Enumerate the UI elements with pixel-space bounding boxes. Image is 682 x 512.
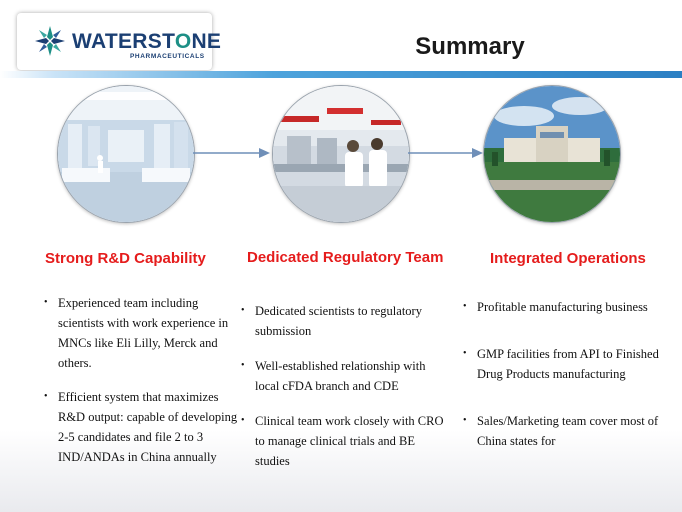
list-item: Profitable manufacturing business: [463, 297, 675, 317]
list-item: GMP facilities from API to Finished Drug…: [463, 344, 675, 384]
factory-photo-icon: [484, 86, 620, 222]
list-item: Dedicated scientists to regulatory submi…: [241, 301, 451, 341]
logo-wordmark: WATERSTONE: [72, 30, 222, 53]
logo-subtitle: PHARMACEUTICALS: [130, 53, 205, 60]
header-divider: [0, 71, 682, 78]
bullet-list-regulatory: Dedicated scientists to regulatory submi…: [241, 301, 451, 471]
waterstone-logo-icon: [35, 26, 65, 56]
list-item: Efficient system that maximizes R&D outp…: [44, 387, 240, 467]
list-item: Well-established relationship with local…: [241, 356, 451, 396]
rd-lab-image: [57, 85, 195, 223]
laboratory-photo-icon: [58, 86, 194, 222]
bullet-list-operations: Profitable manufacturing business GMP fa…: [463, 297, 675, 451]
column-heading-rd: Strong R&D Capability: [45, 250, 206, 267]
list-item: Experienced team including scientists wi…: [44, 293, 240, 373]
operations-facility-image: [483, 85, 621, 223]
regulatory-team-image: [272, 85, 410, 223]
arrow-right-icon: [408, 148, 483, 158]
list-item: Clinical team work closely with CRO to m…: [241, 411, 451, 471]
list-item: Sales/Marketing team cover most of China…: [463, 411, 675, 451]
company-logo: WATERSTONE PHARMACEUTICALS: [17, 13, 221, 70]
bullet-list-rd: Experienced team including scientists wi…: [44, 293, 240, 467]
scientists-lab-photo-icon: [273, 86, 409, 222]
column-heading-regulatory: Dedicated Regulatory Team: [247, 249, 444, 266]
column-heading-operations: Integrated Operations: [490, 250, 646, 267]
arrow-right-icon: [193, 148, 270, 158]
slide-title: Summary: [415, 33, 525, 60]
